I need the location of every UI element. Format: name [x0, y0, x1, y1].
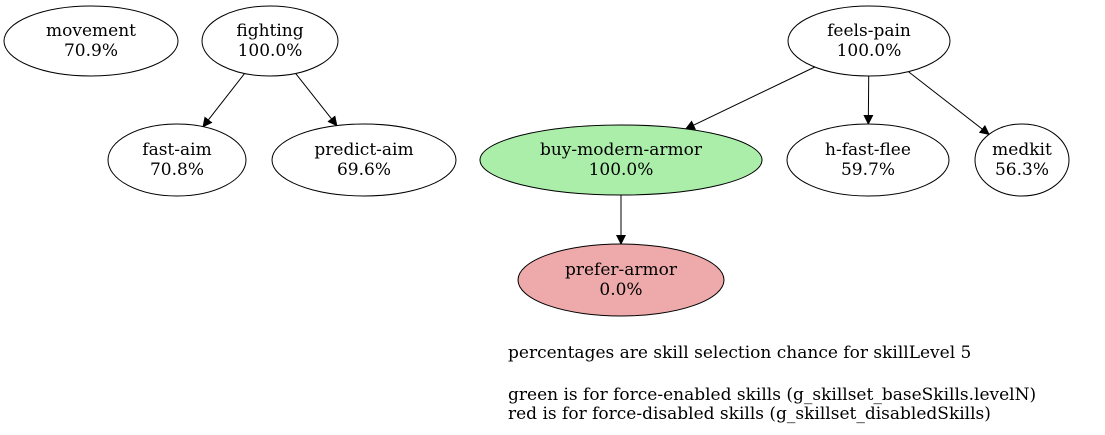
legend: percentages are skill selection chance f… — [508, 343, 1036, 424]
node-name: prefer-armor — [565, 260, 678, 280]
node-shape — [974, 123, 1070, 197]
node-percentage: 69.6% — [337, 160, 391, 180]
edge-feels-pain-to-medkit — [908, 71, 990, 135]
edge-feels-pain-to-buy-modern-armor — [684, 66, 816, 130]
node-shape — [479, 124, 763, 196]
edges-layer — [202, 66, 990, 245]
legend-line-1: percentages are skill selection chance f… — [508, 343, 971, 363]
legend-line-3: red is for force-disabled skills (g_skil… — [508, 404, 991, 424]
node-shape — [517, 243, 725, 317]
node-percentage: 100.0% — [589, 160, 654, 180]
node-name: buy-modern-armor — [540, 140, 703, 160]
node-shape — [107, 123, 247, 197]
node-name: fighting — [236, 21, 303, 41]
node-name: medkit — [992, 140, 1052, 160]
nodes-layer: movement70.9%fighting100.0%fast-aim70.8%… — [3, 5, 1070, 317]
node-shape — [271, 123, 457, 197]
node-percentage: 100.0% — [837, 41, 902, 61]
node-percentage: 100.0% — [238, 41, 303, 61]
node-name: fast-aim — [142, 140, 211, 160]
node-percentage: 56.3% — [995, 160, 1049, 180]
node-name: movement — [46, 21, 136, 41]
edge-fighting-to-fast-aim — [202, 73, 246, 128]
node-name: predict-aim — [314, 140, 413, 160]
edge-fighting-to-predict-aim — [295, 73, 338, 127]
node-percentage: 59.7% — [841, 160, 895, 180]
node-percentage: 0.0% — [599, 280, 642, 300]
node-shape — [3, 5, 179, 77]
node-name: feels-pain — [827, 21, 911, 41]
node-percentage: 70.8% — [150, 160, 204, 180]
node-name: h-fast-flee — [825, 140, 911, 160]
legend-line-2: green is for force-enabled skills (g_ski… — [508, 385, 1036, 405]
node-percentage: 70.9% — [64, 41, 118, 61]
node-shape — [201, 5, 339, 77]
node-shape — [787, 5, 951, 77]
node-shape — [786, 123, 950, 197]
